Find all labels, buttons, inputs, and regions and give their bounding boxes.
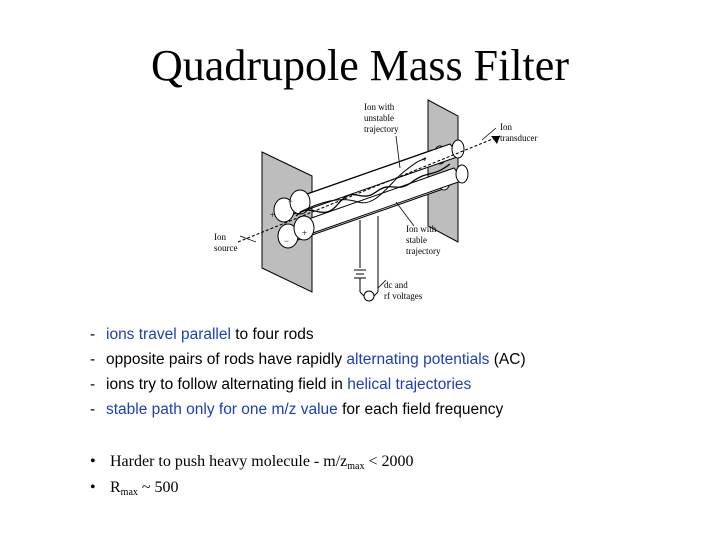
label-voltages: dc and rf voltages	[384, 280, 423, 301]
sign-plus-bottom: +	[302, 228, 307, 238]
bullet-text: ions travel parallel	[106, 326, 231, 343]
bullet-text: stable path only for one m/z value	[106, 401, 338, 418]
dash-bullet-item: -stable path only for one m/z value for …	[90, 397, 690, 422]
bullet-text-pre: R	[110, 479, 121, 496]
quadrupole-diagram: + − − + * Ion with unstable trajectory I…	[214, 99, 537, 302]
bullet-marker: -	[90, 376, 96, 393]
bullet-text-post: ~ 500	[137, 479, 179, 496]
bullet-text-sub: max	[347, 461, 365, 472]
dash-bullet-item: -ions try to follow alternating field in…	[90, 372, 690, 397]
voltage-supply	[354, 216, 379, 302]
bullet-text: helical trajectories	[347, 376, 472, 393]
dot-bullet-list: •Harder to push heavy molecule - m/zmax …	[90, 449, 414, 501]
unstable-trajectory	[299, 157, 427, 213]
slide-title: Quadrupole Mass Filter	[151, 41, 569, 90]
bullet-text: opposite pairs of rods have rapidly	[106, 351, 347, 368]
label-ion-transducer: Ion transducer	[500, 122, 537, 143]
bullet-marker: -	[90, 401, 96, 418]
bullet-text-sub: max	[120, 487, 138, 498]
bullet-text-pre: Harder to push heavy molecule - m/z	[110, 453, 348, 470]
bullet-marker: •	[90, 453, 96, 470]
axis-arrow	[491, 136, 500, 144]
sign-minus-top: −	[288, 196, 293, 206]
bullet-marker: •	[90, 479, 96, 496]
unstable-end-mark: *	[422, 156, 427, 166]
bullet-text: for each field frequency	[337, 401, 504, 418]
stable-trajectory	[295, 163, 451, 217]
dot-bullet-item: • Rmax ~ 500	[90, 475, 414, 501]
bullet-marker: -	[90, 326, 96, 343]
bullet-marker: -	[90, 351, 96, 368]
bullet-text: alternating potentials	[346, 351, 490, 368]
callout-lines	[239, 127, 497, 289]
bullet-text: ions try to follow alternating field in	[106, 376, 348, 393]
label-ion-source: Ion source	[214, 232, 238, 253]
dot-bullet-item: •Harder to push heavy molecule - m/zmax …	[90, 449, 414, 475]
label-ion-unstable: Ion with unstable trajectory	[364, 102, 399, 134]
dash-bullet-list: -ions travel parallel to four rods-oppos…	[90, 322, 690, 422]
dash-bullet-item: -ions travel parallel to four rods	[90, 322, 690, 347]
rod-top-right	[289, 139, 465, 215]
bullet-text-post: < 2000	[364, 453, 414, 470]
sign-plus-top: +	[270, 210, 275, 220]
bullet-text: to four rods	[230, 326, 314, 343]
ion-axis	[237, 135, 501, 243]
dash-bullet-item: -opposite pairs of rods have rapidly alt…	[90, 347, 690, 372]
sign-minus-bottom: −	[284, 236, 289, 246]
rod-bottom-right	[293, 164, 469, 241]
label-ion-stable: Ion with stable trajectory	[406, 224, 441, 256]
bullet-text: (AC)	[489, 351, 526, 368]
